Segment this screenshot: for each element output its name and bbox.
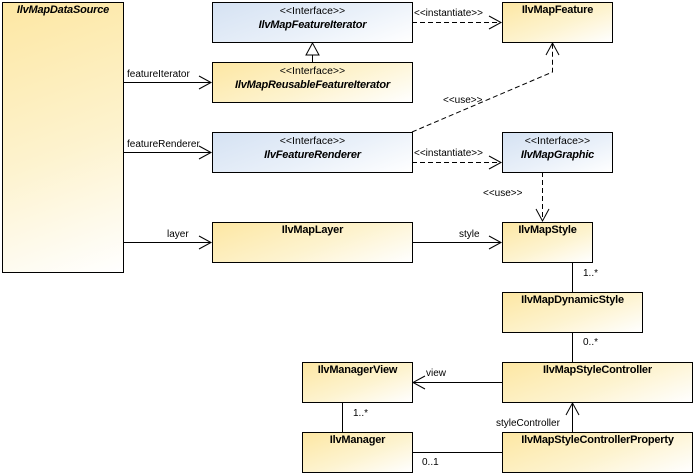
interface-ilvfeaturerenderer[interactable]: <<Interface>> IlvFeatureRenderer [212, 132, 413, 173]
label-feature-renderer: featureRenderer [127, 139, 200, 150]
class-ilvmaplayer[interactable]: IlvMapLayer [212, 222, 413, 263]
label-instantiate-graphic: <<instantiate>> [414, 148, 483, 159]
label-layer: layer [167, 229, 189, 240]
class-ilvmanager[interactable]: IlvManager [302, 432, 413, 473]
class-ilvmapfeature[interactable]: IlvMapFeature [502, 2, 613, 43]
arrowhead-instantiate-feature [488, 15, 503, 30]
arrowhead-feature-renderer [198, 145, 213, 160]
interface-name: IlvMapFeatureIterator [258, 19, 367, 31]
class-name: IlvMapFeature [521, 4, 594, 16]
class-name: IlvMapDynamicStyle [521, 294, 624, 306]
class-name: IlvMapStyleController [543, 364, 652, 376]
label-instantiate-feature: <<instantiate>> [414, 8, 483, 19]
label-mult-manager-property: 0..1 [422, 457, 439, 468]
label-mult-manager-view: 1..* [353, 408, 369, 419]
generalization-triangle [305, 41, 320, 56]
arrowhead-instantiate-graphic [488, 155, 503, 170]
arrowhead-style [488, 235, 503, 250]
label-style: style [459, 229, 480, 240]
connector-use-feature [411, 43, 553, 133]
label-mult-style-dynamic: 1..* [583, 268, 599, 279]
class-ilvmanagerview[interactable]: IlvManagerView [302, 362, 413, 403]
label-feature-iterator: featureIterator [127, 69, 190, 80]
arrowhead-layer [198, 235, 213, 250]
label-use-style: <<use>> [483, 188, 523, 199]
class-ilvmapstyle[interactable]: IlvMapStyle [502, 222, 593, 263]
class-name: IlvManagerView [317, 364, 398, 376]
arrowhead-use-style [535, 208, 550, 223]
interface-name: IlvMapGraphic [520, 149, 595, 161]
class-ilvmapstylecontrollerproperty[interactable]: IlvMapStyleControllerProperty [502, 432, 693, 473]
stereotype-label: <<Interface>> [279, 65, 346, 77]
label-use-feature: <<use>> [443, 95, 483, 106]
interface-ilvmapgraphic[interactable]: <<Interface>> IlvMapGraphic [502, 132, 613, 173]
arrowhead-feature-iterator [198, 75, 213, 90]
class-ilvmapstylecontroller[interactable]: IlvMapStyleController [502, 362, 693, 403]
label-mult-dynamic-controller: 0..* [583, 337, 599, 348]
interface-name: IlvFeatureRenderer [264, 149, 361, 161]
interface-ilvmapreusablefeatureiterator[interactable]: <<Interface>> IlvMapReusableFeatureItera… [212, 62, 413, 103]
arrowhead-view [411, 375, 426, 390]
arrowhead-use-feature [545, 41, 560, 56]
class-name: IlvManager [329, 434, 386, 446]
label-style-controller: styleController [496, 418, 560, 429]
arrowhead-style-controller [565, 401, 580, 416]
class-name: IlvMapStyleControllerProperty [521, 434, 674, 446]
class-name: IlvMapStyle [518, 224, 577, 236]
class-ilvmapdynamicstyle[interactable]: IlvMapDynamicStyle [502, 292, 643, 333]
class-ilvmapdatasource[interactable]: IlvMapDataSource [2, 2, 124, 273]
interface-ilvmapfeatureiterator[interactable]: <<Interface>> IlvMapFeatureIterator [212, 2, 413, 43]
stereotype-label: <<Interface>> [524, 135, 591, 147]
stereotype-label: <<Interface>> [279, 5, 346, 17]
class-name: IlvMapLayer [281, 224, 344, 236]
class-name: IlvMapDataSource [16, 4, 110, 16]
interface-name: IlvMapReusableFeatureIterator [235, 79, 390, 91]
label-view: view [426, 368, 447, 379]
stereotype-label: <<Interface>> [279, 135, 346, 147]
